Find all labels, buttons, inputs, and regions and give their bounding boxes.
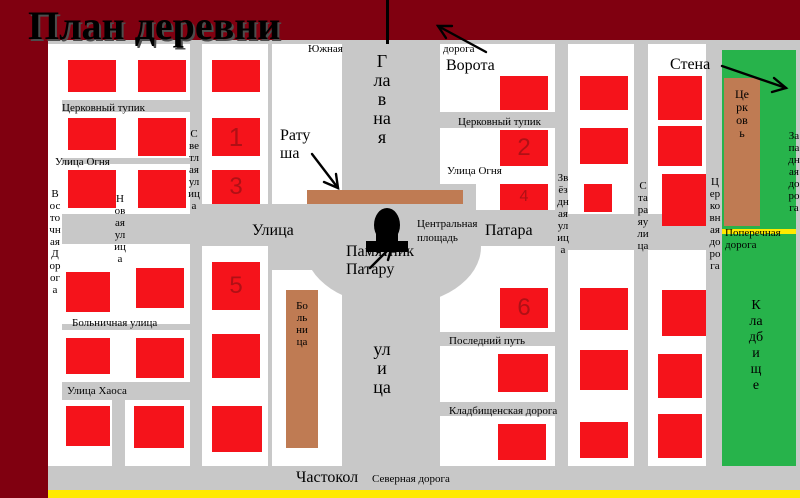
street-label: Улица Хаоса	[67, 385, 127, 397]
house-number: 4	[500, 184, 548, 210]
street-label: Последний путь	[449, 335, 526, 347]
house	[138, 60, 186, 92]
town-hall-arrow	[310, 152, 340, 190]
house	[134, 406, 184, 448]
church-label: Церковь	[735, 87, 749, 140]
south-road-label-1: Южная	[308, 43, 343, 55]
house	[498, 424, 546, 460]
main-street-name-upper: Главная	[373, 51, 391, 147]
house	[498, 354, 548, 392]
north-road-label: Северная дорога	[372, 473, 450, 485]
town-hall-label-2: ша	[280, 145, 300, 162]
house	[68, 170, 116, 208]
street-label: Улица Огня	[55, 156, 110, 168]
square-label-1: Центральная	[417, 218, 478, 230]
south-road-label-2: дорога	[443, 43, 475, 55]
house-number-label: 3	[229, 173, 243, 200]
fence-label: Частокол	[296, 469, 359, 486]
hospital-label: Больница	[296, 300, 308, 348]
house-number-label: 5	[229, 272, 243, 299]
house	[212, 406, 262, 452]
house	[580, 350, 628, 390]
town-hall-arrowhead	[322, 172, 340, 190]
house-number: 6	[500, 288, 548, 328]
vertical-street-label: Стараяулица	[637, 180, 649, 252]
monument-icon	[366, 208, 408, 252]
house	[658, 354, 702, 398]
fence-line	[48, 490, 800, 498]
house	[580, 128, 628, 164]
town-hall-label-1: Рату	[280, 127, 311, 144]
street-label: Кладбищенская дорога	[449, 405, 558, 417]
gate-label: Ворота	[446, 57, 495, 74]
house	[138, 170, 186, 208]
patar-street-left: Улица	[252, 222, 294, 239]
street-label: Поперечная дорога	[725, 227, 781, 251]
wall-marker	[386, 0, 389, 44]
main-street-name-lower: улица	[373, 339, 391, 397]
house	[66, 338, 110, 374]
house-number: 2	[500, 130, 548, 166]
house	[658, 76, 702, 120]
cross-road-line	[722, 229, 796, 234]
street-label: Улица Огня	[447, 165, 502, 177]
monument-arrowhead	[376, 243, 394, 262]
wall-arrow	[720, 64, 788, 90]
street-label: Больничная улица	[72, 317, 158, 329]
vertical-street-label: Западнаядорога	[788, 130, 800, 214]
house	[136, 268, 184, 308]
house	[66, 272, 110, 312]
house	[580, 422, 628, 458]
town-hall-building	[307, 190, 463, 204]
house-number: 5	[212, 262, 260, 310]
street-label: Церковный тупик	[62, 102, 145, 114]
page-title: План деревни	[28, 3, 281, 48]
house-number: 3	[212, 170, 260, 204]
cemetery-label: Кладбище	[748, 298, 764, 393]
house	[662, 174, 706, 226]
vertical-street-label: ВосточнаяДорога	[49, 188, 61, 296]
house	[580, 288, 628, 330]
gate-arrowhead	[435, 24, 454, 40]
wall-arrowhead	[770, 76, 789, 94]
vertical-street-label: Светлаяулица	[188, 128, 200, 212]
monument-arrow	[368, 244, 394, 270]
house	[138, 118, 186, 156]
house	[658, 126, 702, 166]
left-district	[48, 44, 62, 466]
north-road-strip	[48, 466, 800, 490]
house	[68, 60, 116, 92]
house-number-label: 2	[517, 134, 531, 161]
house	[500, 76, 548, 110]
house	[68, 118, 116, 150]
house	[212, 334, 260, 378]
hospital-building	[286, 290, 318, 448]
house	[658, 414, 702, 458]
house-number-label: 6	[517, 294, 531, 321]
house	[662, 290, 706, 336]
house	[136, 338, 184, 378]
monument-label-2: Патару	[346, 261, 395, 278]
street-label: Церковный тупик	[458, 116, 541, 128]
vertical-street-label: Новаяулица	[114, 193, 126, 265]
house-number-label: 1	[228, 121, 244, 152]
house	[580, 76, 628, 110]
house-number-label: 4	[519, 188, 529, 205]
vertical-street-label: Звёзднаяулица	[557, 172, 569, 256]
house	[584, 184, 612, 212]
square-label-2: площадь	[417, 232, 458, 244]
house-number: 1	[212, 118, 260, 156]
house	[212, 60, 260, 92]
patar-street-right: Патара	[485, 222, 533, 239]
monument-label-1: Памятник	[346, 243, 415, 260]
church-building	[724, 78, 760, 226]
wall-label: Стена	[670, 56, 711, 73]
vertical-street-label: Церковнаядорога	[709, 176, 721, 272]
gate-arrow	[436, 24, 488, 54]
house	[66, 406, 110, 446]
